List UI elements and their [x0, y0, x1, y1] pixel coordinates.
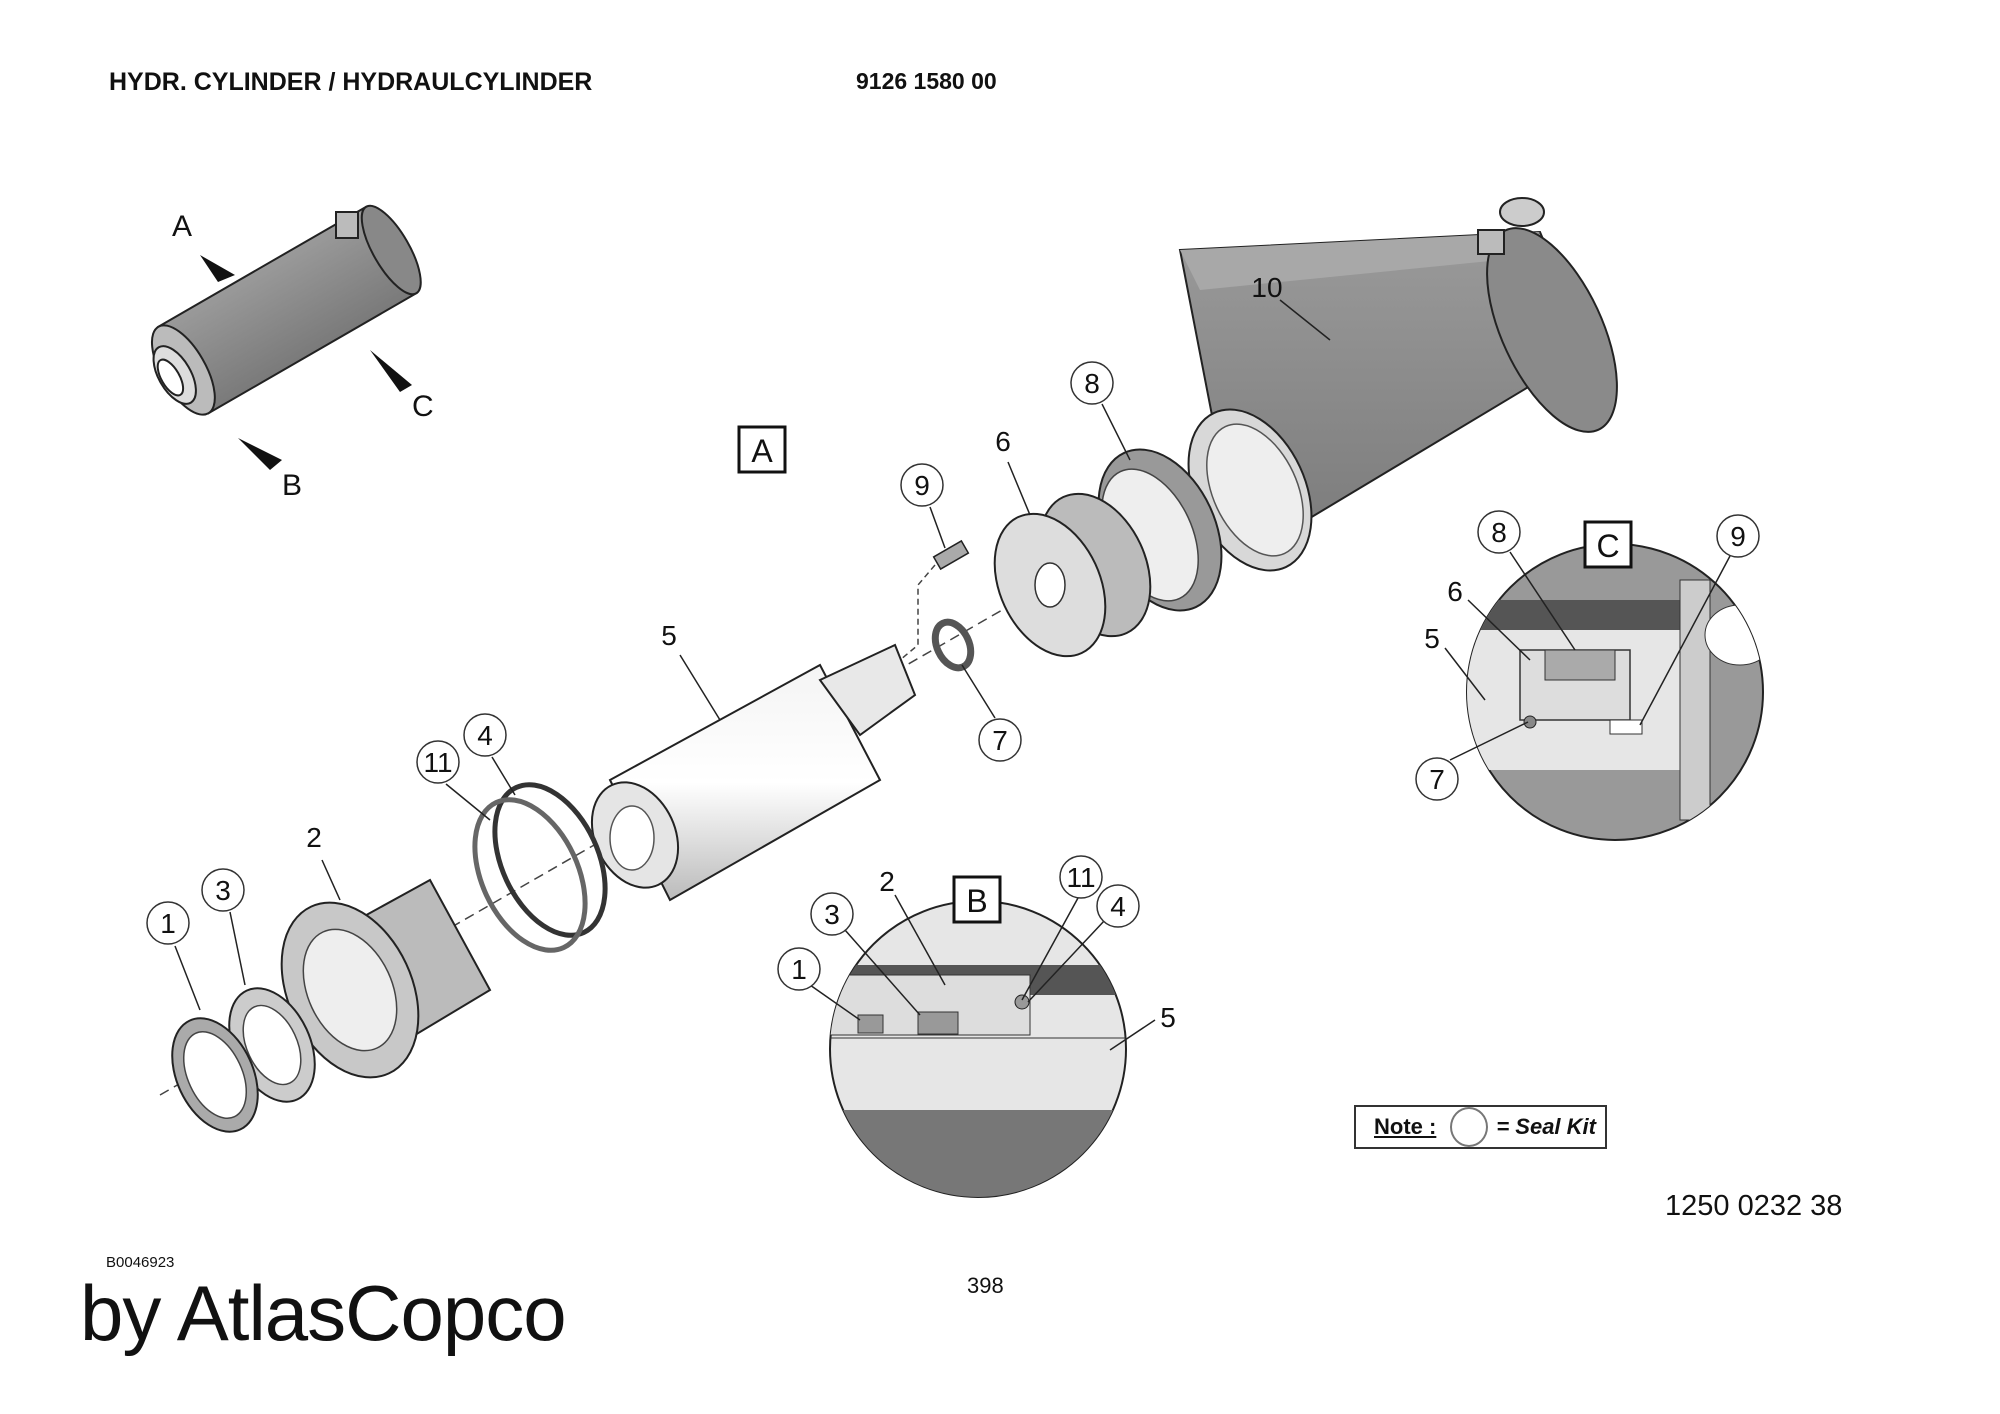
callout-9: 9	[914, 470, 930, 501]
note-text: = Seal Kit	[1496, 1114, 1596, 1139]
callout-1: 1	[160, 908, 176, 939]
callout-4: 4	[477, 720, 493, 751]
part-6-piston	[993, 492, 1152, 658]
overview-label-c: C	[412, 390, 434, 423]
callout-7: 7	[992, 725, 1008, 756]
detail-b-callout-3: 3	[824, 899, 840, 930]
part-7-oring	[931, 618, 975, 672]
callout-3: 3	[215, 875, 231, 906]
detail-b-callout-1: 1	[791, 954, 807, 985]
seal-kit-circle-icon	[146, 901, 190, 945]
callout-5: 5	[661, 620, 677, 651]
image-code: B0046923	[106, 1254, 175, 1271]
detail-c-callout-7: 7	[1429, 764, 1445, 795]
main-callouts: 10 8 6 9 7 5 4 11 2 3 1	[146, 272, 1283, 945]
part-10-cylinder-tube	[1178, 197, 1618, 572]
callout-11: 11	[423, 747, 452, 778]
callout-10: 10	[1251, 272, 1282, 303]
detail-c-callout-5: 5	[1424, 623, 1440, 654]
seal-kit-circle-icon	[1450, 1107, 1489, 1147]
seal-kit-circle-icon	[900, 463, 944, 507]
watermark: by AtlasCopco	[80, 1269, 567, 1357]
view-a-box	[737, 425, 787, 474]
detail-c-callout-9: 9	[1730, 521, 1746, 552]
document-title: HYDR. CYLINDER / HYDRAULCYLINDER	[109, 68, 593, 96]
part-11-ring	[472, 797, 588, 953]
part-5-piston-rod	[590, 643, 917, 902]
detail-b-callout-11: 11	[1066, 862, 1095, 893]
drawing-number: 1250 0232 38	[1665, 1190, 1843, 1222]
view-c-label: C	[1596, 528, 1619, 564]
view-a-label: A	[751, 433, 773, 469]
part-2-cylinder-head	[280, 878, 492, 1079]
detail-b-view: B 2 11 4 3 1 5	[777, 855, 1176, 1198]
callout-8: 8	[1084, 368, 1100, 399]
seal-kit-circle-icon	[978, 718, 1022, 762]
seal-kit-circle-icon	[1070, 361, 1114, 405]
overview-label-b: B	[282, 469, 302, 502]
page-number: 398	[967, 1273, 1004, 1298]
detail-c-callout-8: 8	[1491, 517, 1507, 548]
detail-c-callout-6: 6	[1447, 576, 1463, 607]
callout-6: 6	[995, 426, 1011, 457]
detail-b-callout-4: 4	[1110, 891, 1126, 922]
seal-kit-circle-icon	[201, 868, 245, 912]
view-b-label: B	[966, 883, 987, 919]
detail-b-callout-5: 5	[1160, 1002, 1176, 1033]
part-number: 9126 1580 00	[856, 68, 997, 94]
callout-2: 2	[306, 822, 322, 853]
detail-b-callout-2: 2	[879, 866, 895, 897]
seal-kit-circle-icon	[463, 713, 507, 757]
seal-kit-circle-icon	[416, 740, 460, 784]
seal-kit-note: Note : = Seal Kit	[1354, 1105, 1607, 1149]
note-label: Note :	[1374, 1114, 1437, 1139]
overview-label-a: A	[172, 210, 192, 243]
part-9-screw	[932, 539, 970, 571]
overview-cylinder: A B C	[150, 204, 434, 502]
detail-c-view: C 8 9 6 5 7	[1415, 510, 1764, 841]
part-4-ring	[492, 782, 608, 938]
